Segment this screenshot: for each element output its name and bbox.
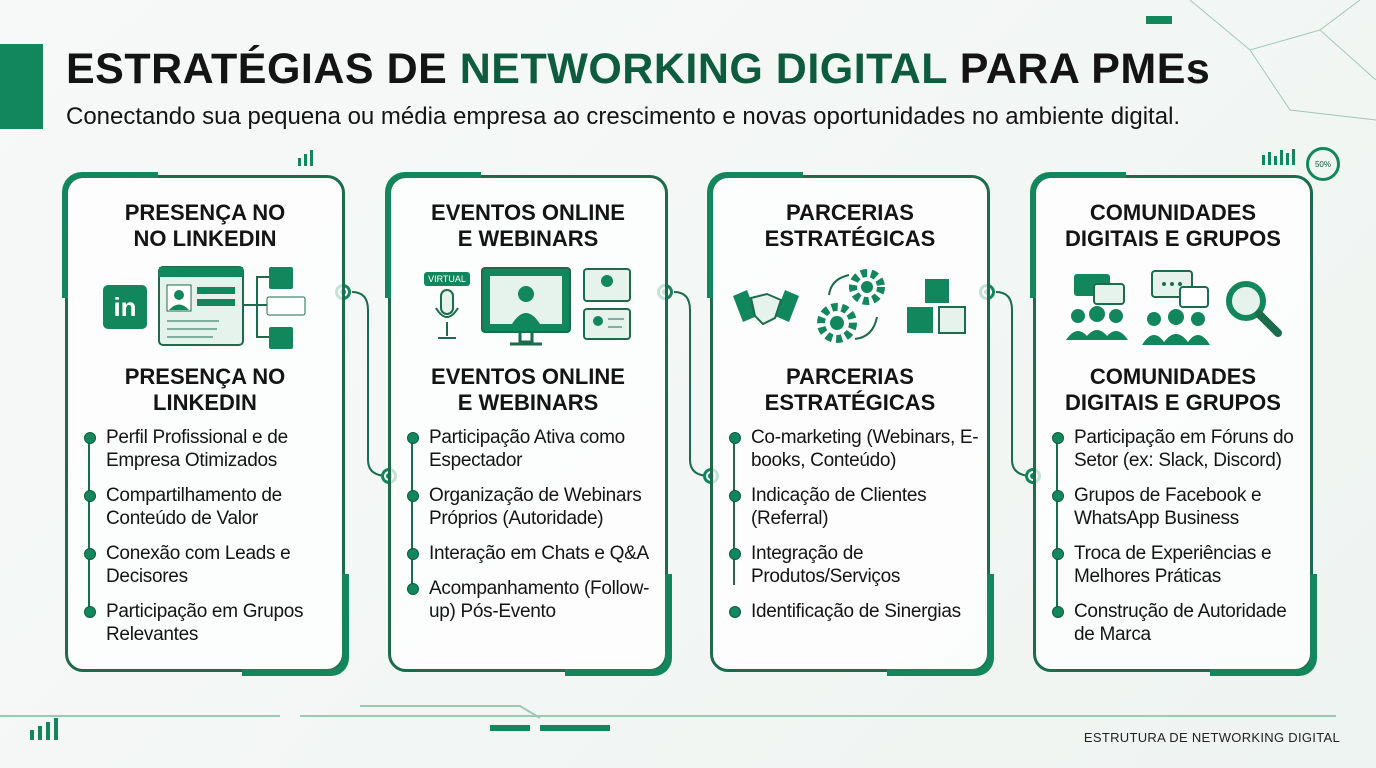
virtual-badge: VIRTUAL: [424, 272, 470, 286]
magnifier-icon: [1226, 281, 1282, 337]
puzzle-icon: [907, 279, 966, 334]
card-title: COMUNIDADES DIGITAIS E GRUPOS: [1065, 200, 1281, 251]
list-item: Organização de Webinars Próprios (Autori…: [407, 484, 663, 530]
list-item: Participação em Grupos Relevantes: [84, 600, 340, 646]
accent-bar: [0, 44, 43, 129]
linkedin-icon: in: [103, 285, 147, 329]
list-item: Compartilhamento de Conteúdo de Valor: [84, 484, 340, 530]
card-title: PRESENÇA NO NO LINKEDIN: [124, 200, 286, 251]
list-item: Acompanhamento (Follow-up) Pós-Evento: [407, 577, 663, 623]
bullet-list: Perfil Profissional e de Empresa Otimiza…: [84, 426, 340, 658]
webinar-screen-icon: [480, 267, 571, 346]
page-subtitle: Conectando sua pequena ou média empresa …: [66, 103, 1181, 130]
chat-group-icon: [1066, 274, 1128, 340]
title-part1: ESTRATÉGIAS DE: [66, 45, 460, 93]
card-subtitle: PARCERIAS ESTRATÉGICAS: [764, 364, 936, 415]
profile-page-icon: [158, 266, 306, 349]
card-icons: [713, 263, 987, 351]
card-icons: VIRTUAL: [391, 263, 665, 351]
list-item: Co-marketing (Webinars, E-books, Conteúd…: [729, 426, 985, 472]
list-item: Troca de Experiências e Melhores Prática…: [1052, 542, 1308, 588]
card-icons: [1036, 263, 1310, 351]
list-item: Conexão com Leads e Decisores: [84, 542, 340, 588]
list-item: Construção de Autoridade de Marca: [1052, 600, 1308, 646]
list-item: Participação Ativa como Espectador: [407, 426, 663, 472]
footer-label: ESTRUTURA DE NETWORKING DIGITAL: [1083, 730, 1340, 745]
list-item: Grupos de Facebook e WhatsApp Business: [1052, 484, 1308, 530]
card-subtitle: PRESENÇA NO LINKEDIN: [124, 364, 286, 415]
list-item: Identificação de Sinergias: [729, 600, 985, 623]
list-item: Perfil Profissional e de Empresa Otimiza…: [84, 426, 340, 472]
bullet-list: Co-marketing (Webinars, E-books, Conteúd…: [729, 426, 985, 635]
title-highlight: NETWORKING DIGITAL: [459, 45, 948, 93]
list-item: Indicação de Clientes (Referral): [729, 484, 985, 530]
bullet-list: Participação Ativa como Espectador Organ…: [407, 426, 663, 635]
card-subtitle: EVENTOS ONLINE E WEBINARS: [431, 364, 625, 415]
video-call-icon: [582, 268, 631, 340]
microphone-icon: VIRTUAL: [424, 272, 470, 342]
list-item: Participação em Fóruns do Setor (ex: Sla…: [1052, 426, 1308, 472]
card-icons: in: [68, 263, 342, 351]
card-title: EVENTOS ONLINE E WEBINARS: [431, 200, 625, 251]
list-item: Integração de Produtos/Serviços: [729, 542, 985, 588]
card-events: EVENTOS ONLINE E WEBINARS VIRTUAL EVENTO…: [385, 172, 672, 676]
handshake-icon: [733, 290, 799, 326]
list-item: Interação em Chats e Q&A: [407, 542, 663, 565]
card-title: PARCERIAS ESTRATÉGICAS: [764, 200, 936, 251]
title-part2: PARA PMEs: [947, 45, 1211, 93]
bullet-list: Participação em Fóruns do Setor (ex: Sla…: [1052, 426, 1308, 658]
card-communities: COMUNIDADES DIGITAIS E GRUPOS COMUNIDADE…: [1030, 172, 1317, 676]
card-partnerships: PARCERIAS ESTRATÉGICAS PARCERIAS ESTRATÉ…: [707, 172, 994, 676]
page-title: ESTRATÉGIAS DE NETWORKING DIGITAL PARA P…: [66, 44, 1210, 94]
gauge-icon: 50%: [1306, 147, 1340, 181]
chat-group-icon: [1142, 270, 1210, 345]
card-linkedin: PRESENÇA NO NO LINKEDIN in PRESENÇA NO L…: [62, 172, 349, 676]
card-subtitle: COMUNIDADES DIGITAIS E GRUPOS: [1065, 364, 1281, 415]
gears-icon: [817, 269, 885, 343]
